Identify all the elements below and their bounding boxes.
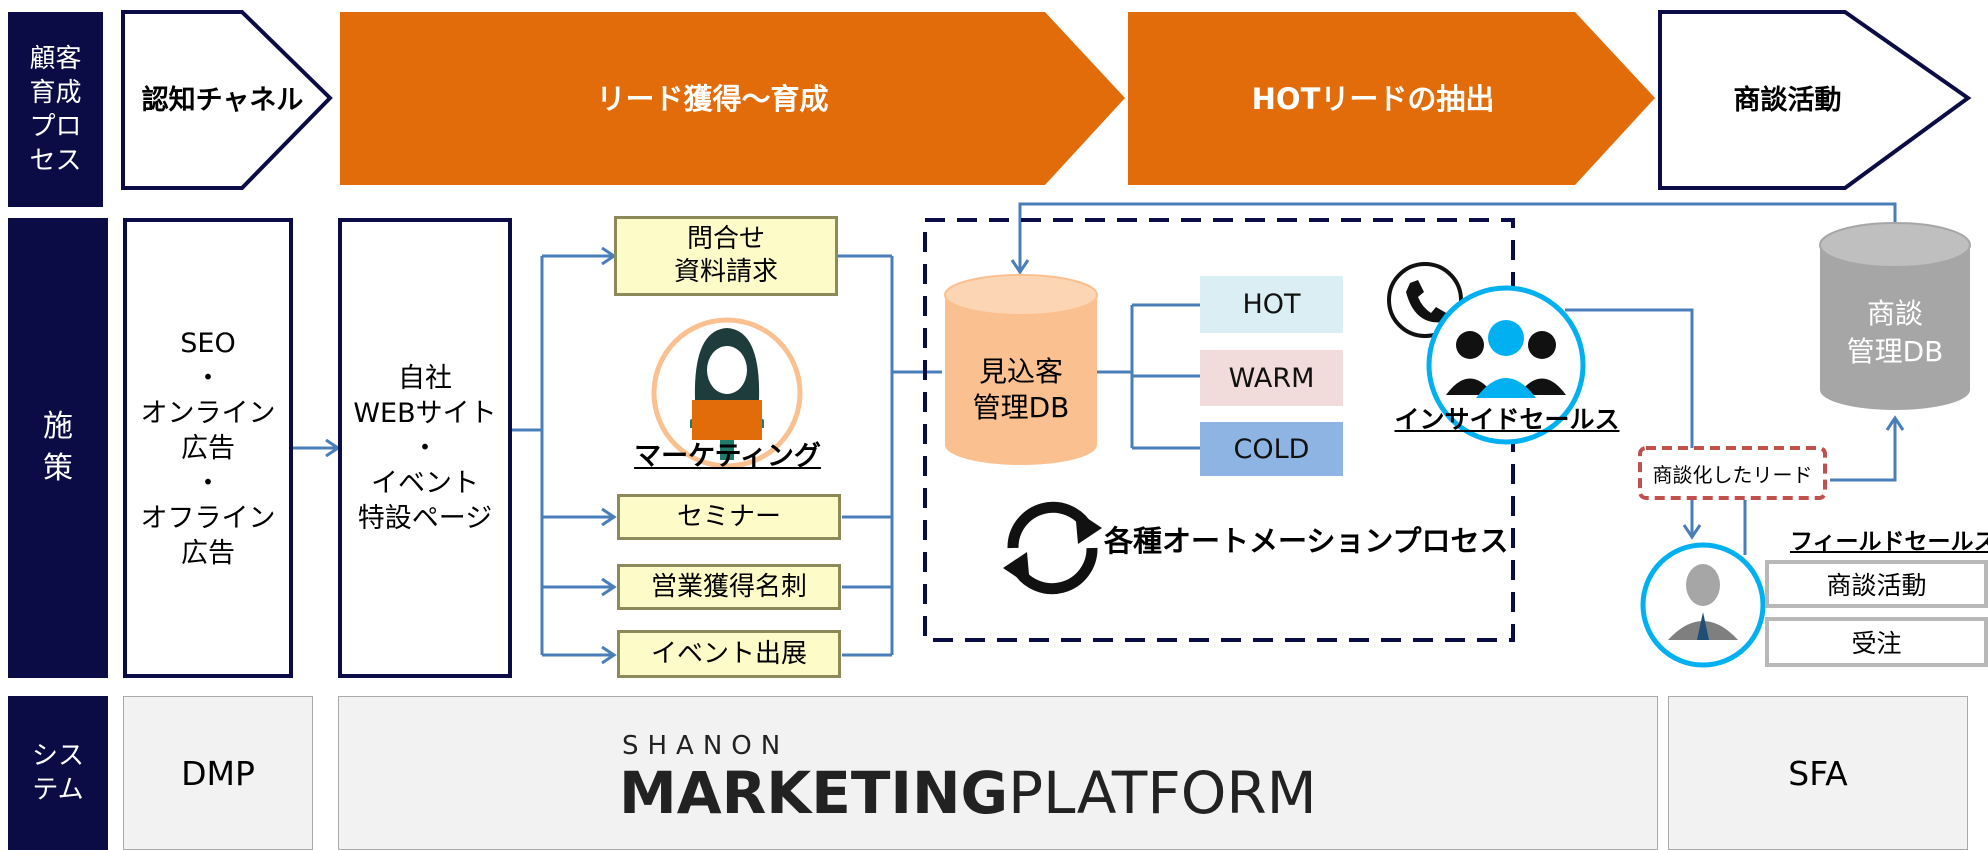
lead-source-event: イベント出展 [617, 630, 841, 678]
step-awareness-shape [121, 10, 333, 190]
status-hot: HOT [1200, 276, 1343, 333]
field-sales-label: フィールドセールス [1790, 529, 1988, 555]
converted-lead-frame [1638, 446, 1827, 500]
status-cold: COLD [1200, 422, 1343, 476]
step-deal-shape [1658, 10, 1972, 190]
inside-sales-label: インサイドセールス [1394, 405, 1620, 434]
platform-logo: MARKETINGPLATFORM [619, 759, 1317, 827]
person-icon [651, 317, 803, 469]
field-task-negotiation: 商談活動 [1765, 560, 1988, 608]
awareness-channels-box: SEO ・ オンライン 広告 ・ オフライン 広告 [123, 218, 293, 678]
lead-source-cards: 営業獲得名刺 [617, 564, 841, 610]
prospect-db-cylinder [944, 274, 1098, 465]
lead-source-seminar: セミナー [617, 494, 841, 540]
prospect-db-label: 見込客 管理DB [972, 355, 1070, 424]
step-hot-shape [1128, 12, 1655, 185]
step-deal-label: 商談活動 [1733, 84, 1842, 116]
businessman-icon [1640, 542, 1766, 668]
step-lead-label: リード獲得〜育成 [596, 82, 829, 116]
cycle-arrows-icon [1003, 501, 1102, 595]
headset-team-icon [1426, 285, 1586, 445]
system-sfa: SFA [1668, 696, 1968, 850]
row-label-measures: 施 策 [8, 218, 108, 678]
row-label-process: 顧客 育成 プロ セス [8, 12, 103, 207]
platform-logo-bold: MARKETING [619, 759, 1009, 827]
step-awareness-label: 認知チャネル [141, 84, 304, 116]
converted-lead-label: 商談化したリード [1652, 462, 1813, 487]
deal-db-cylinder [1819, 222, 1971, 410]
status-warm: WARM [1200, 350, 1343, 406]
lead-source-inquiry: 問合せ 資料請求 [614, 216, 838, 296]
automation-label: 各種オートメーションプロセス [1104, 524, 1509, 558]
step-lead-shape [340, 12, 1125, 185]
step-hot-label: HOTリードの抽出 [1251, 82, 1495, 116]
system-dmp: DMP [123, 696, 313, 850]
deal-db-label: 商談 管理DB [1846, 297, 1944, 368]
system-platform: SHANON MARKETINGPLATFORM [338, 696, 1658, 850]
marketing-label: マーケティング [634, 440, 821, 472]
platform-logo-light: PLATFORM [1008, 759, 1317, 827]
automation-frame [923, 218, 1515, 642]
field-task-order: 受注 [1765, 617, 1988, 667]
row-label-system: シス テム [8, 696, 108, 850]
website-box: 自社 WEBサイト ・ イベント 特設ページ [338, 218, 512, 678]
platform-logo-top: SHANON [622, 731, 790, 761]
